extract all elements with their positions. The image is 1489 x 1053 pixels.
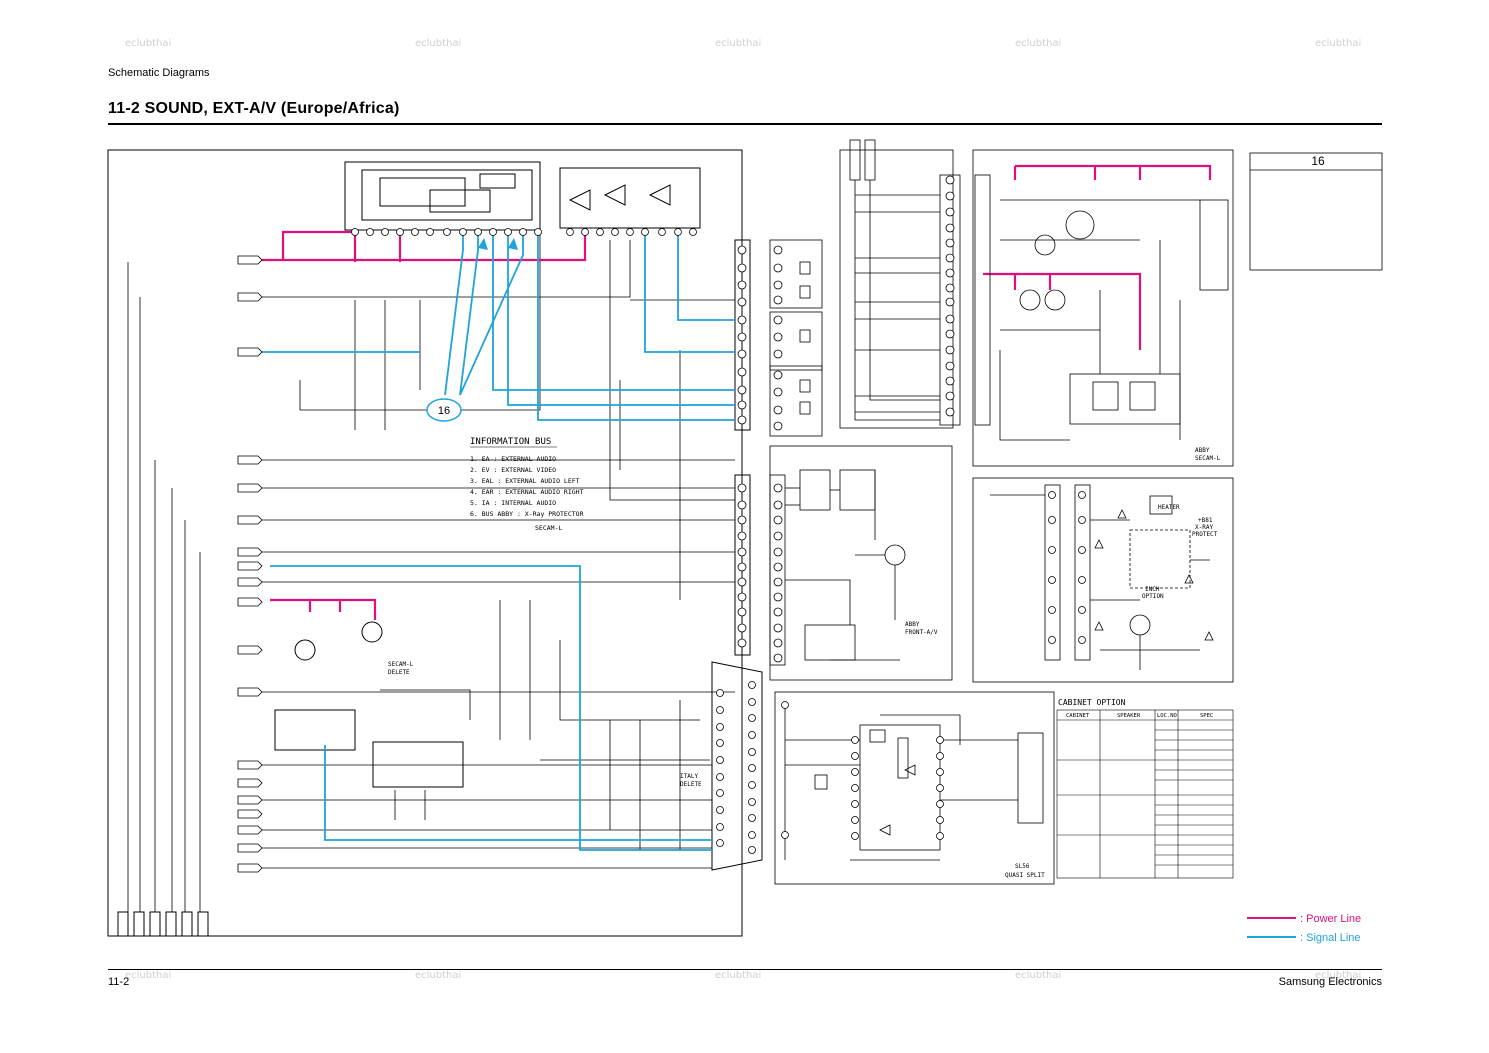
watermark: eclubthai (1015, 38, 1062, 49)
xray-label: +B81 (1198, 517, 1213, 524)
front-av-label: ABBY (905, 621, 920, 628)
main-board-frame (107, 149, 743, 937)
inch-option-label: INCH (1145, 586, 1160, 593)
information-bus-line: 4. EAR : EXTERNAL AUDIO RIGHT (470, 488, 584, 496)
xray-block (972, 477, 1234, 683)
secam-delete-label: DELETE (388, 669, 410, 676)
main-wiring (127, 230, 735, 912)
callout-label: 16 (438, 405, 450, 417)
ic-pins (351, 228, 697, 236)
watermark: eclubthai (715, 970, 762, 981)
company-name: Samsung Electronics (1278, 976, 1382, 988)
information-bus-line: 1. EA : EXTERNAL AUDIO (470, 455, 556, 463)
index-box (1249, 152, 1383, 271)
italy-delete-label: DELETE (680, 781, 702, 788)
cabinet-header: LOC.NO (1157, 713, 1177, 719)
power-lines (260, 164, 1212, 620)
center-top-pins (945, 175, 955, 417)
signal-lines (260, 232, 735, 851)
front-av-label: FRONT-A/V (905, 629, 938, 636)
information-bus-line: 6. BUS ABBY : X-Ray PROTECTOR (470, 510, 584, 518)
information-bus-line: 5. IA : INTERNAL AUDIO (470, 499, 556, 507)
callout-16 (426, 398, 462, 422)
abby-label: SECAM-L (1195, 455, 1221, 462)
quasi-labels: SL56 QUASI SPLIT (1005, 863, 1045, 879)
front-av-labels: ABBY FRONT-A/V (905, 621, 938, 636)
xray-label: X-RAY (1195, 524, 1213, 531)
cabinet-header: SPEC (1200, 713, 1213, 719)
xray-pins (1048, 491, 1086, 644)
watermark: eclubthai (125, 38, 172, 49)
power-line-legend: : Power Line (1300, 913, 1361, 925)
main-board (107, 149, 763, 937)
inch-option-label: OPTION (1142, 593, 1164, 600)
sound-ic-block (344, 161, 541, 231)
heater-label: HEATER (1158, 504, 1180, 511)
front-av-block (769, 445, 953, 681)
speaker-jacks (769, 239, 823, 437)
connector-ext-right (734, 239, 751, 431)
italy-delete-label: ITALY (680, 773, 698, 780)
title-rule (108, 123, 1382, 125)
index-box-label: 16 (1311, 154, 1325, 168)
abby-block (972, 149, 1234, 467)
section-label: Schematic Diagrams (108, 67, 210, 79)
quasi-split-block (774, 691, 1055, 885)
center-top-block (839, 139, 961, 429)
abby-label: ABBY (1195, 447, 1210, 454)
secam-delete-label: SECAM-L (388, 661, 414, 668)
connector-mid-right (734, 474, 751, 656)
xray-label: PROTECT (1192, 531, 1218, 538)
signal-tags (237, 255, 263, 873)
cabinet-header: CABINET (1066, 713, 1090, 719)
information-bus: INFORMATION BUS 1. EA : EXTERNAL AUDIO 2… (470, 437, 584, 532)
main-board-labels: SECAM-L DELETE ITALY DELETE (388, 661, 702, 788)
watermark: eclubthai (125, 970, 172, 981)
scart-connector (711, 661, 763, 871)
page-title: 11-2 SOUND, EXT-A/V (Europe/Africa) (108, 100, 400, 117)
connector-pins (716, 245, 756, 854)
information-bus-line: 2. EV : EXTERNAL VIDEO (470, 466, 556, 474)
cabinet-header: SPEAKER (1117, 713, 1141, 719)
page-number: 11-2 (108, 976, 130, 988)
information-bus-title: INFORMATION BUS (470, 437, 551, 447)
cabinet-option-title: CABINET OPTION (1058, 698, 1126, 707)
watermark: eclubthai (415, 970, 462, 981)
cabinet-option-table: CABINET OPTION CABINET SPEAKER LOC.NO SP… (1056, 698, 1234, 879)
watermark: eclubthai (1315, 38, 1362, 49)
xray-labels: HEATER +B81 X-RAY PROTECT INCH OPTION (1142, 504, 1218, 600)
signal-line-legend: : Signal Line (1300, 932, 1361, 944)
quasi-label: QUASI SPLIT (1005, 872, 1045, 879)
watermark: eclubthai (1315, 970, 1362, 981)
information-bus-line: 3. EAL : EXTERNAL AUDIO LEFT (470, 477, 580, 485)
quasi-label: SL56 (1015, 863, 1030, 870)
watermark: eclubthai (415, 38, 462, 49)
information-bus-line: SECAM-L (535, 524, 562, 532)
abby-labels: ABBY SECAM-L (1195, 447, 1221, 462)
amp-ic-block (559, 167, 701, 229)
watermark: eclubthai (715, 38, 762, 49)
legend: : Power Line : Signal Line (1247, 913, 1361, 944)
callout-arrows (478, 238, 518, 250)
watermark: eclubthai (1015, 970, 1062, 981)
front-av-pins (773, 483, 783, 663)
footer-rule (108, 969, 1382, 970)
quasi-split-pins (781, 701, 944, 840)
